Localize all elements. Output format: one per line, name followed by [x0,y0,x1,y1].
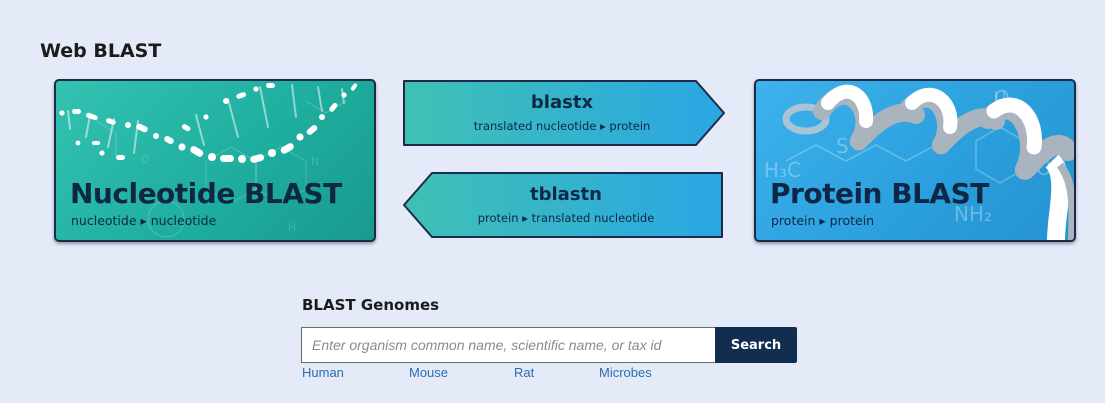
protein-helix-illustration: H₃C S O OH NH₂ [764,84,1074,240]
left-arrow-shape [403,172,723,238]
h3c-label: H₃C [764,158,801,182]
sulfur-label: S [836,134,849,158]
nucleotide-blast-subtitle: nucleotide ▸ nucleotide [71,213,217,228]
mouse-link[interactable]: Mouse [409,365,449,380]
blastx-label: blastx [530,92,594,113]
svg-text:H: H [288,221,296,234]
blastx-button[interactable]: blastx translated nucleotide ▸ protein [402,78,726,148]
amine-label: NH₂ [954,202,992,226]
nucleotide-blast-title: Nucleotide BLAST [70,177,342,210]
protein-blast-title: Protein BLAST [770,177,989,210]
dna-helix-illustration: N H O [59,83,358,238]
search-button[interactable]: Search [715,327,797,363]
svg-text:O: O [141,153,150,166]
protein-blast-subtitle: protein ▸ protein [771,213,875,228]
section-title: Web BLAST [40,40,162,62]
svg-text:N: N [311,155,319,168]
tblastn-label: tblastn [530,184,602,205]
nucleotide-blast-card[interactable]: N H O [54,79,376,242]
blastx-description: translated nucleotide ▸ protein [473,119,651,133]
tblastn-description: protein ▸ translated nucleotide [477,211,655,225]
protein-blast-card[interactable]: H₃C S O OH NH₂ Protein BLAST protein ▸ p… [754,79,1076,242]
right-arrow-shape [403,80,725,146]
blast-genomes-title: BLAST Genomes [302,296,440,314]
microbes-link[interactable]: Microbes [599,365,652,380]
tblastn-button[interactable]: tblastn protein ▸ translated nucleotide [402,170,726,240]
human-link[interactable]: Human [302,365,344,380]
rat-link[interactable]: Rat [514,365,535,380]
organism-search-input[interactable] [301,327,715,363]
